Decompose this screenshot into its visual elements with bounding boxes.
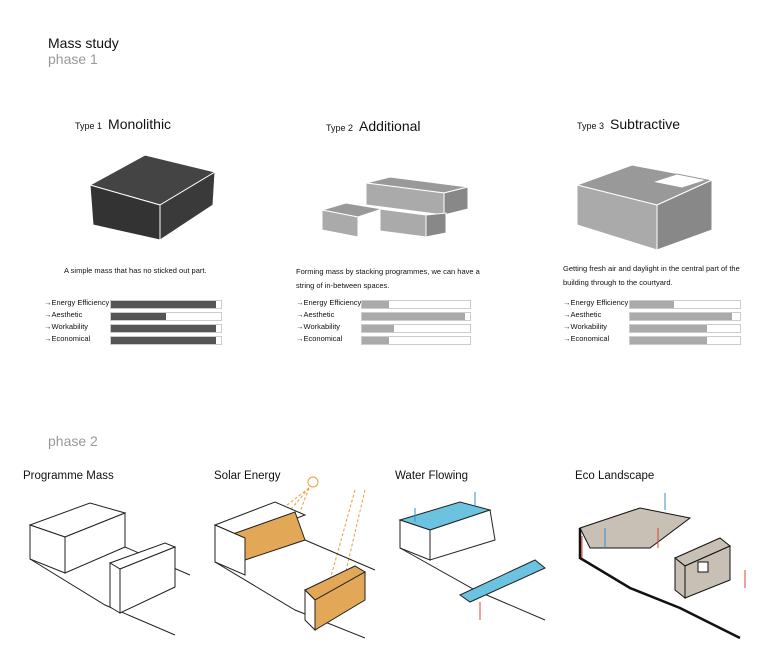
metric-label: →Aesthetic (296, 310, 335, 319)
phase1-label: phase 1 (48, 51, 98, 67)
metric-bar-fill (111, 313, 166, 320)
type-number: Type 3 (577, 121, 605, 131)
page-title: Mass study (48, 35, 119, 51)
metric-bar (110, 324, 222, 333)
type-name: Subtractive (610, 116, 681, 132)
metric-bar (110, 312, 222, 321)
type-number: Type 1 (75, 121, 103, 131)
programme-mass-illustration (28, 502, 191, 636)
solar-energy-title: Solar Energy (214, 470, 281, 482)
metric-bar-fill (111, 337, 216, 344)
metric-bar-fill (362, 301, 389, 308)
type2-heading: Type 2 Additional (326, 118, 421, 136)
type-name: Monolithic (108, 116, 172, 132)
type2-description: Forming mass by stacking programmes, we … (296, 267, 480, 290)
metric-bar (361, 312, 471, 321)
metric-bar (361, 336, 471, 345)
type-name: Additional (359, 118, 421, 134)
metric-bar-fill (111, 301, 216, 308)
metric-label: →Energy Efficiency (563, 298, 629, 307)
programme-mass-title: Programme Mass (23, 470, 114, 482)
type1-heading: Type 1 Monolithic (75, 116, 171, 134)
metric-bar-fill (111, 325, 216, 332)
subtractive-mass-illustration (575, 164, 714, 251)
metric-bar (629, 336, 741, 345)
sun-icon (307, 476, 319, 488)
metric-bar (629, 324, 741, 333)
metric-bar-fill (630, 337, 707, 344)
metric-label: →Workability (296, 322, 341, 331)
type3-description: Getting fresh air and daylight in the ce… (563, 264, 740, 287)
metric-bar-fill (362, 325, 395, 332)
eco-landscape-title: Eco Landscape (575, 470, 655, 482)
phase2-label: phase 2 (48, 433, 98, 449)
metric-bar (361, 300, 471, 309)
metric-label: →Aesthetic (563, 310, 602, 319)
metric-label: →Energy Efficiency (44, 298, 110, 307)
type-number: Type 2 (326, 123, 354, 133)
additional-mass-illustration (321, 176, 469, 238)
solar-energy-illustration (213, 476, 376, 639)
metric-label: →Aesthetic (44, 310, 83, 319)
metric-bar (110, 336, 222, 345)
monolithic-mass-illustration (88, 154, 217, 241)
metric-bar-fill (630, 313, 733, 320)
metric-bar (110, 300, 222, 309)
metric-label: →Workability (44, 322, 89, 331)
eco-landscape-illustration (578, 493, 746, 640)
metric-bar (629, 300, 741, 309)
metric-label: →Workability (563, 322, 608, 331)
water-flowing-illustration (398, 492, 546, 621)
metric-label: →Economical (296, 334, 343, 343)
metric-bar (361, 324, 471, 333)
metric-bar (629, 312, 741, 321)
metric-label: →Economical (44, 334, 91, 343)
metric-bar-fill (630, 325, 707, 332)
type1-description: A simple mass that has no sticked out pa… (64, 266, 207, 275)
metric-label: →Economical (563, 334, 610, 343)
metric-label: →Energy Efficiency (296, 298, 362, 307)
metric-bar-fill (630, 301, 674, 308)
metric-bar-fill (362, 337, 389, 344)
type3-heading: Type 3 Subtractive (577, 116, 680, 134)
metric-bar-fill (362, 313, 465, 320)
water-flowing-title: Water Flowing (395, 470, 469, 482)
